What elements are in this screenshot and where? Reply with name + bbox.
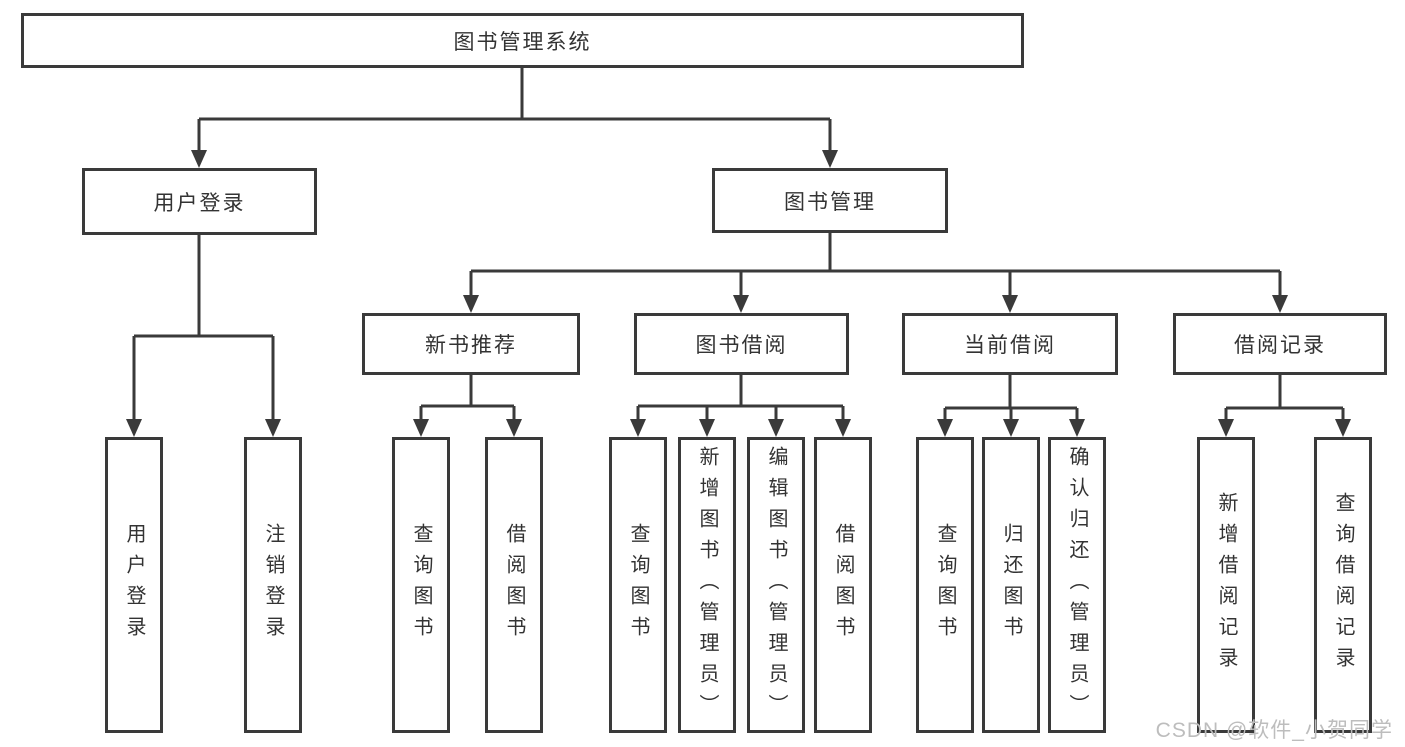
leaf-cb-query-books: 查询图书 <box>916 437 974 733</box>
leaf-logout-label: 注销登录 <box>262 523 284 647</box>
connector-root-to-level2 <box>191 68 838 168</box>
leaf-cb-return-books: 归还图书 <box>982 437 1040 733</box>
node-user-login-label: 用户登录 <box>153 191 246 215</box>
node-book-borrow-label: 图书借阅 <box>695 334 788 357</box>
node-borrow-record-label: 借阅记录 <box>1234 334 1326 357</box>
node-root-label: 图书管理系统 <box>453 30 592 54</box>
node-borrow-record: 借阅记录 <box>1173 313 1387 375</box>
leaf-nb-query-books: 查询图书 <box>392 437 450 733</box>
leaf-bb-edit-books-admin-label: 编辑图书（管理员） <box>765 445 787 725</box>
leaf-br-query-record-label: 查询借阅记录 <box>1332 492 1354 678</box>
connector-book-borrow-children <box>630 375 851 437</box>
leaf-br-add-record: 新增借阅记录 <box>1197 437 1255 733</box>
leaf-br-query-record: 查询借阅记录 <box>1314 437 1372 733</box>
node-new-book-recommend: 新书推荐 <box>362 313 580 375</box>
leaf-nb-query-books-label: 查询图书 <box>410 523 432 647</box>
connector-book-mgmt-children <box>463 233 1288 313</box>
connector-borrow-record-children <box>1218 375 1351 437</box>
leaf-bb-query-books: 查询图书 <box>609 437 667 733</box>
leaf-bb-edit-books-admin: 编辑图书（管理员） <box>747 437 805 733</box>
node-new-book-recommend-label: 新书推荐 <box>425 334 517 357</box>
connector-new-book-children <box>413 375 522 437</box>
leaf-user-login: 用户登录 <box>105 437 163 733</box>
leaf-cb-return-books-label: 归还图书 <box>1000 523 1022 647</box>
leaf-bb-borrow-books-label: 借阅图书 <box>832 523 854 647</box>
leaf-br-add-record-label: 新增借阅记录 <box>1215 492 1237 678</box>
leaf-nb-borrow-books-label: 借阅图书 <box>503 523 525 647</box>
node-current-borrow: 当前借阅 <box>902 313 1118 375</box>
leaf-cb-confirm-return-admin-label: 确认归还（管理员） <box>1066 445 1088 725</box>
connector-user-login-children <box>126 235 281 437</box>
leaf-bb-add-books-admin-label: 新增图书（管理员） <box>696 445 718 725</box>
node-book-mgmt: 图书管理 <box>712 168 948 233</box>
leaf-logout: 注销登录 <box>244 437 302 733</box>
leaf-nb-borrow-books: 借阅图书 <box>485 437 543 733</box>
node-current-borrow-label: 当前借阅 <box>964 334 1056 357</box>
node-user-login: 用户登录 <box>82 168 317 235</box>
node-root: 图书管理系统 <box>21 13 1024 68</box>
leaf-cb-query-books-label: 查询图书 <box>934 523 956 647</box>
csdn-watermark: CSDN @软件_小贺同学 <box>1155 719 1393 742</box>
leaf-bb-borrow-books: 借阅图书 <box>814 437 872 733</box>
node-book-borrow: 图书借阅 <box>634 313 849 375</box>
node-book-mgmt-label: 图书管理 <box>784 190 876 214</box>
leaf-user-login-label: 用户登录 <box>123 523 145 647</box>
leaf-bb-add-books-admin: 新增图书（管理员） <box>678 437 736 733</box>
connector-current-borrow-children <box>937 375 1085 437</box>
leaf-cb-confirm-return-admin: 确认归还（管理员） <box>1048 437 1106 733</box>
leaf-bb-query-books-label: 查询图书 <box>627 523 649 647</box>
